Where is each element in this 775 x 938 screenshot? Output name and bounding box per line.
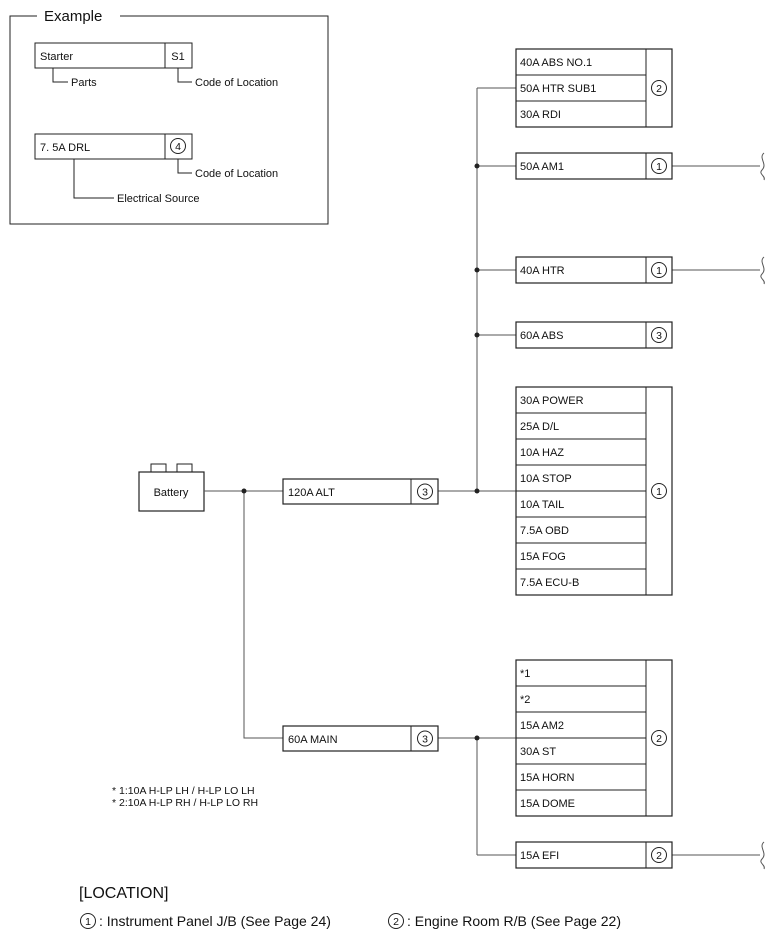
fuse-label: 15A HORN <box>520 772 574 784</box>
main-fuses: 120A ALT 3 60A MAIN 3 <box>282 478 439 752</box>
example-fuse-box <box>34 133 193 160</box>
fuse-group: 50A AM1 1 <box>515 152 673 180</box>
fuse-box-outline <box>282 478 439 505</box>
footnote-2: * 2:10A H-LP RH / H-LP LO RH <box>112 797 258 809</box>
location-code: 1 <box>656 265 662 277</box>
fuse-label: *1 <box>520 668 530 680</box>
battery-terminal-right <box>176 463 193 473</box>
location-code-circle <box>417 483 433 500</box>
fuse-label: 15A AM2 <box>520 720 564 732</box>
example-part-box <box>34 42 193 69</box>
location-code-circle <box>651 847 667 863</box>
location-text-1: : Instrument Panel J/B (See Page 24) <box>99 913 331 929</box>
location-code-circle <box>80 913 96 929</box>
location-code: 2 <box>656 733 662 745</box>
fuse-label: 50A AM1 <box>520 161 564 173</box>
fuse-label: 25A D/L <box>520 421 559 433</box>
example-legend: Example Starter S1 Parts Code of Locatio… <box>9 8 329 225</box>
battery-symbol: Battery <box>138 463 205 512</box>
junction-dot <box>241 488 247 494</box>
location-title: [LOCATION] <box>79 885 169 902</box>
location-code: 3 <box>422 734 428 746</box>
example-location-code-circle <box>170 138 186 154</box>
location-code: 2 <box>656 850 662 862</box>
footnotes: * 1:10A H-LP LH / H-LP LO LH * 2:10A H-L… <box>112 785 258 809</box>
location-code-circle <box>388 913 404 929</box>
break-mark <box>760 256 765 285</box>
location-text-2: : Engine Room R/B (See Page 22) <box>407 913 621 929</box>
break-mark <box>760 841 765 870</box>
electrical-source-caption: Electrical Source <box>117 193 200 205</box>
example-part-label: Starter <box>40 51 73 63</box>
battery-terminal-left <box>150 463 167 473</box>
example-frame <box>9 15 329 225</box>
fuse-label: 60A ABS <box>520 330 563 342</box>
junction-dot <box>474 488 480 494</box>
wiring <box>204 87 765 870</box>
location-code-circle <box>417 730 433 747</box>
fuse-group: *1 *2 15A AM2 30A ST 15A HORN 15A DOME 2 <box>515 659 673 817</box>
fuse-label: 50A HTR SUB1 <box>520 83 596 95</box>
wire-battery-main <box>243 491 283 739</box>
fuse-label: 120A ALT <box>288 487 335 499</box>
location-legend: [LOCATION] 1 : Instrument Panel J/B (See… <box>79 885 621 929</box>
footnote-1: * 1:10A H-LP LH / H-LP LO LH <box>112 785 255 797</box>
fuse-label: 10A TAIL <box>520 499 564 511</box>
alt-branch-fuse-groups: 40A ABS NO.1 50A HTR SUB1 30A RDI 2 50A AM1 1… <box>515 48 673 596</box>
location-code-circle <box>651 483 667 499</box>
location-code: 1 <box>656 161 662 173</box>
fuse-group: 40A HTR 1 <box>515 256 673 284</box>
fuse-group: 15A EFI 2 <box>515 841 673 869</box>
fuse-label: 30A ST <box>520 746 556 758</box>
fuse-label: 30A RDI <box>520 109 561 121</box>
location-code-circle <box>651 262 667 278</box>
fuse-label: 40A HTR <box>520 265 565 277</box>
junctions <box>241 163 480 741</box>
location-code-1: 1 <box>85 916 91 928</box>
fuse-label: 15A EFI <box>520 850 559 862</box>
location-code: 3 <box>656 330 662 342</box>
example-part-code: S1 <box>171 51 184 63</box>
fuse-label: 7.5A OBD <box>520 525 569 537</box>
location-code-2: 2 <box>393 916 399 928</box>
fuse-label: 30A POWER <box>520 395 584 407</box>
fuse-label: 10A STOP <box>520 473 572 485</box>
fuse-label: 60A MAIN <box>288 734 338 746</box>
fuse-label: 15A FOG <box>520 551 566 563</box>
code-of-location-caption: Code of Location <box>195 168 278 180</box>
main-fuse-box: 60A MAIN 3 <box>282 725 439 752</box>
example-title: Example <box>44 8 102 25</box>
junction-dot <box>474 735 480 741</box>
location-code-circle <box>651 158 667 174</box>
fuse-box-outline <box>282 725 439 752</box>
location-code-circle <box>651 80 667 96</box>
main-fuse-box: 120A ALT 3 <box>282 478 439 505</box>
junction-dot <box>474 163 480 169</box>
battery-label: Battery <box>154 487 189 499</box>
example-fuse-label: 7. 5A DRL <box>40 142 90 154</box>
location-code: 1 <box>656 486 662 498</box>
break-mark <box>760 152 765 181</box>
fuse-label: 7.5A ECU-B <box>520 577 579 589</box>
fuse-group: 30A POWER 25A D/L 10A HAZ 10A STOP 10A TAIL 7… <box>515 386 673 596</box>
parts-caption: Parts <box>71 77 97 89</box>
location-code: 2 <box>656 83 662 95</box>
fuse-label: 40A ABS NO.1 <box>520 57 592 69</box>
fuse-label: 10A HAZ <box>520 447 564 459</box>
fuse-group: 40A ABS NO.1 50A HTR SUB1 30A RDI 2 <box>515 48 673 128</box>
location-code-circle <box>651 327 667 343</box>
code-of-location-caption: Code of Location <box>195 77 278 89</box>
location-code-circle <box>651 730 667 746</box>
fuse-label: 15A DOME <box>520 798 575 810</box>
junction-dot <box>474 267 480 273</box>
fuse-group: 60A ABS 3 <box>515 321 673 349</box>
example-fuse-code: 4 <box>175 141 181 153</box>
fuse-label: *2 <box>520 694 530 706</box>
location-code: 3 <box>422 487 428 499</box>
junction-dot <box>474 332 480 338</box>
